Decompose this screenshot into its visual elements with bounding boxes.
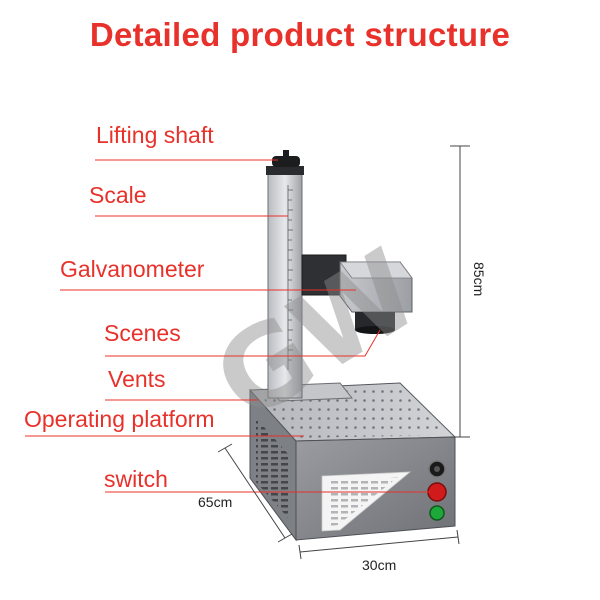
dimension-depth: 65cm — [198, 494, 233, 510]
diagram-title: Detailed product structure — [89, 16, 511, 53]
side-vents — [256, 418, 290, 520]
support-arm — [301, 254, 347, 296]
power-button — [429, 505, 445, 521]
label-galvanometer: Galvanometer — [60, 256, 205, 282]
label-scale: Scale — [89, 182, 147, 208]
lifting-handwheel — [272, 156, 300, 167]
column-cap — [266, 166, 304, 175]
label-scenes: Scenes — [104, 320, 181, 346]
label-vents: Vents — [108, 366, 166, 392]
label-lifting-shaft: Lifting shaft — [96, 122, 214, 148]
dimension-lines — [217, 145, 470, 560]
dimension-height: 85cm — [471, 262, 487, 297]
leader-lines — [25, 159, 430, 493]
label-operating-platform: Operating platform — [24, 406, 215, 432]
emergency-stop-button — [427, 482, 447, 502]
field-lens — [355, 312, 395, 330]
label-switch: switch — [104, 466, 168, 492]
dimension-width: 30cm — [362, 557, 397, 573]
front-label-dots — [328, 477, 398, 526]
